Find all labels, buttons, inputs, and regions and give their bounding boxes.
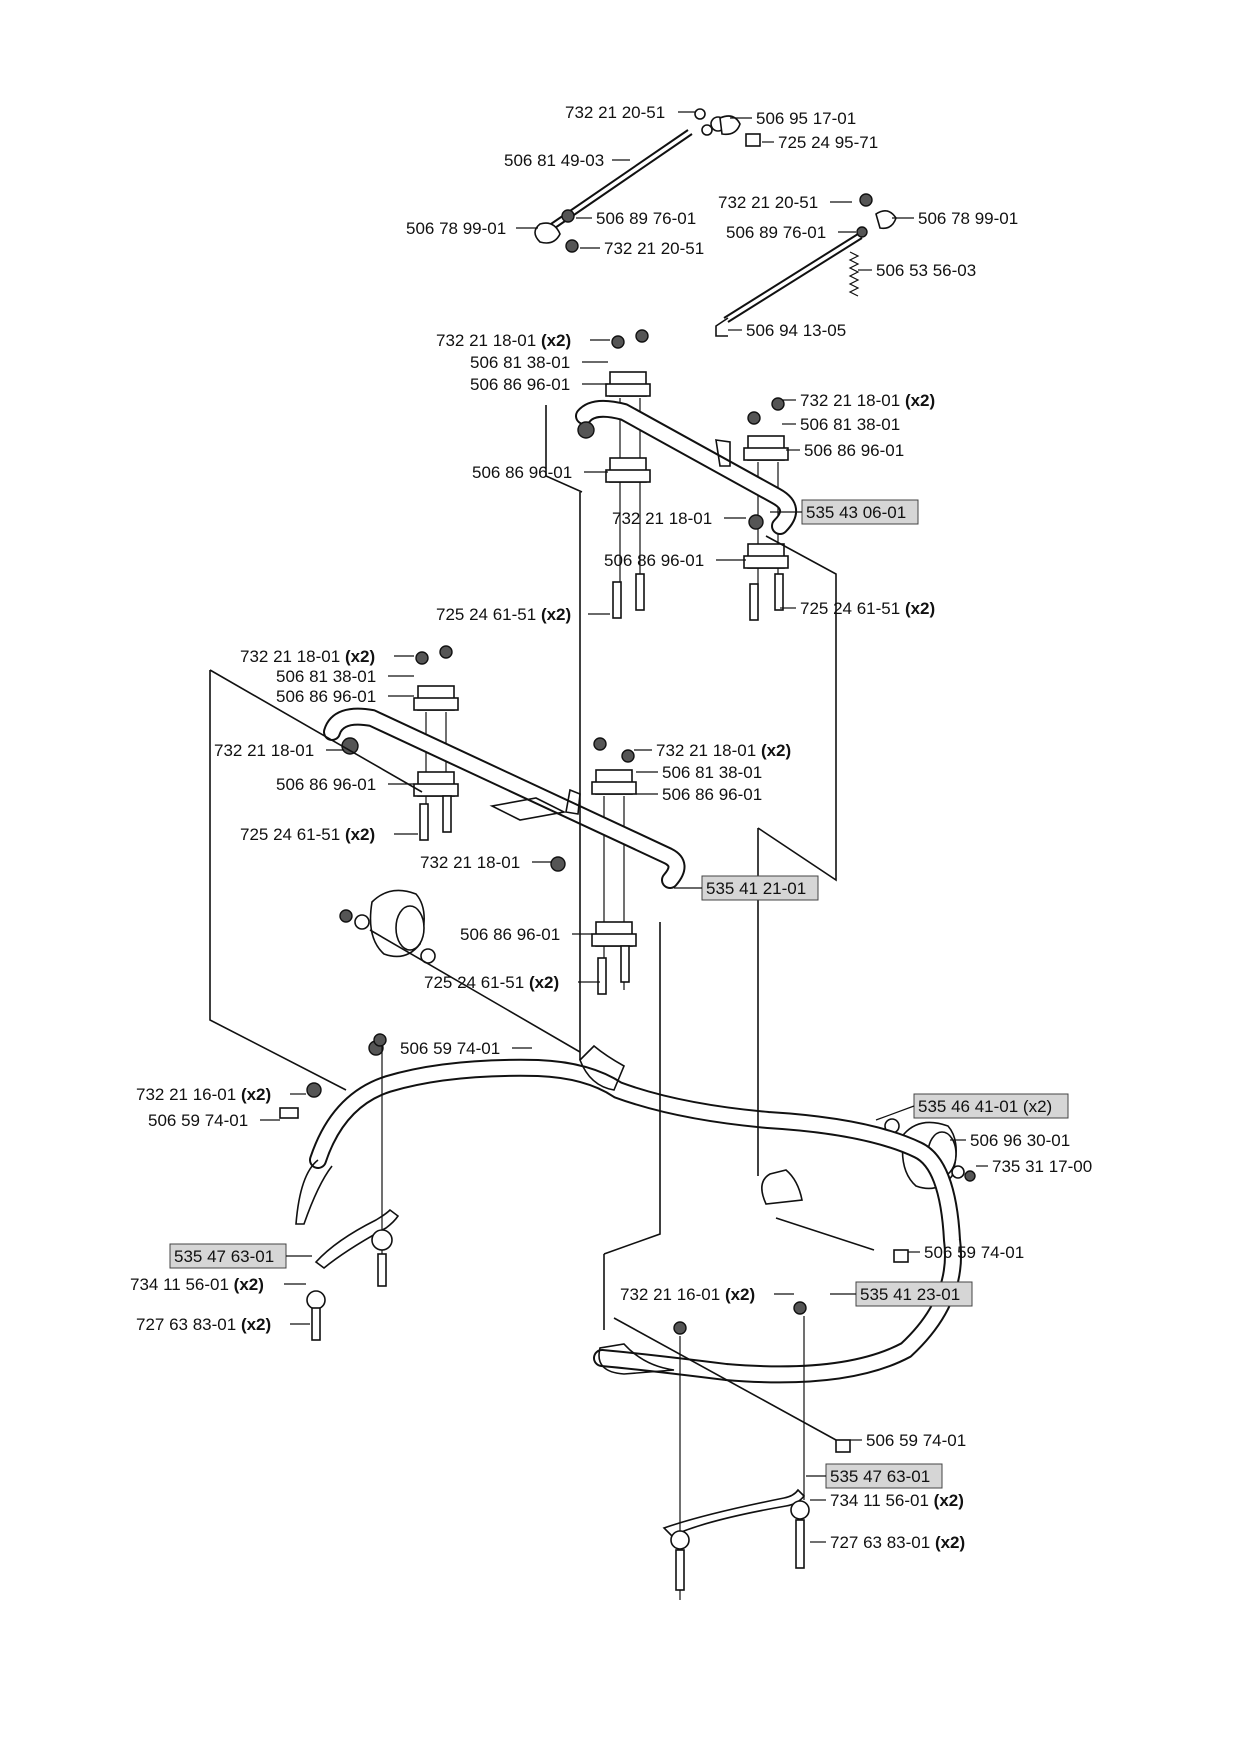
part-label: 725 24 61-51 (x2) xyxy=(424,973,559,992)
part-label: 732 21 16-01 (x2) xyxy=(620,1285,755,1304)
part-label: 506 86 96-01 xyxy=(604,551,704,570)
assembly-guide-lines xyxy=(209,405,875,1441)
part-label-boxed: 535 47 63-01 xyxy=(830,1467,930,1486)
part-label: 506 96 30-01 xyxy=(970,1131,1070,1150)
part-label: 727 63 83-01 (x2) xyxy=(830,1533,965,1552)
part-label: 506 81 38-01 xyxy=(276,667,376,686)
part-label: 732 21 18-01 xyxy=(420,853,520,872)
part-label: 732 21 18-01 xyxy=(612,509,712,528)
part-label: 725 24 61-51 (x2) xyxy=(800,599,935,618)
part-label: 732 21 18-01 (x2) xyxy=(800,391,935,410)
part-label-boxed: 535 41 21-01 xyxy=(706,879,806,898)
part-label: 725 24 61-51 (x2) xyxy=(436,605,571,624)
upper-rear-bar-assembly xyxy=(575,329,797,621)
part-label: 725 24 95-71 xyxy=(778,133,878,152)
part-label: 732 21 18-01 (x2) xyxy=(656,741,791,760)
part-label: 506 86 96-01 xyxy=(276,687,376,706)
part-label: 732 21 20-51 xyxy=(604,239,704,258)
part-label-boxed: 535 47 63-01 xyxy=(174,1247,274,1266)
part-label: 506 78 99-01 xyxy=(918,209,1018,228)
part-label: 506 86 96-01 xyxy=(460,925,560,944)
part-label: 506 95 17-01 xyxy=(756,109,856,128)
part-label-boxed: 535 46 41-01 (x2) xyxy=(918,1097,1052,1116)
deck-frame-tube xyxy=(295,1044,962,1384)
part-label: 725 24 61-51 (x2) xyxy=(240,825,375,844)
part-label: 506 86 96-01 xyxy=(276,775,376,794)
left-strap-assembly xyxy=(279,1033,400,1341)
part-label: 506 81 38-01 xyxy=(662,763,762,782)
part-label: 734 11 56-01 (x2) xyxy=(830,1491,964,1510)
part-label: 506 59 74-01 xyxy=(400,1039,500,1058)
part-label: 732 21 18-01 (x2) xyxy=(240,647,375,666)
part-label: 506 59 74-01 xyxy=(924,1243,1024,1262)
part-label: 506 86 96-01 xyxy=(470,375,570,394)
part-label: 506 86 96-01 xyxy=(662,785,762,804)
part-label: 732 21 20-51 xyxy=(565,103,665,122)
middle-front-bar-assembly xyxy=(323,645,686,995)
part-label-boxed: 535 41 23-01 xyxy=(860,1285,960,1304)
part-label: 734 11 56-01 (x2) xyxy=(130,1275,264,1294)
part-label: 506 86 96-01 xyxy=(472,463,572,482)
part-label: 506 81 38-01 xyxy=(800,415,900,434)
part-label: 732 21 18-01 xyxy=(214,741,314,760)
lower-linkage-rod xyxy=(715,193,897,337)
part-label: 735 31 17-00 xyxy=(992,1157,1092,1176)
part-label: 506 59 74-01 xyxy=(148,1111,248,1130)
part-label: 727 63 83-01 (x2) xyxy=(136,1315,271,1334)
part-labels: 732 21 20-51 506 95 17-01 725 24 95-71 5… xyxy=(130,103,1092,1552)
part-label: 506 81 38-01 xyxy=(470,353,570,372)
part-label-boxed: 535 43 06-01 xyxy=(806,503,906,522)
right-strap-assembly xyxy=(662,1249,909,1600)
upper-linkage-rod xyxy=(534,108,761,253)
part-label: 506 78 99-01 xyxy=(406,219,506,238)
part-label: 732 21 18-01 (x2) xyxy=(436,331,571,350)
part-label: 506 94 13-05 xyxy=(746,321,846,340)
part-label: 506 59 74-01 xyxy=(866,1431,966,1450)
part-label: 732 21 16-01 (x2) xyxy=(136,1085,271,1104)
part-label: 506 89 76-01 xyxy=(726,223,826,242)
part-label: 506 89 76-01 xyxy=(596,209,696,228)
left-gauge-wheel xyxy=(339,889,436,964)
part-label: 506 86 96-01 xyxy=(804,441,904,460)
part-label: 506 53 56-03 xyxy=(876,261,976,280)
part-label: 732 21 20-51 xyxy=(718,193,818,212)
part-label: 506 81 49-03 xyxy=(504,151,604,170)
